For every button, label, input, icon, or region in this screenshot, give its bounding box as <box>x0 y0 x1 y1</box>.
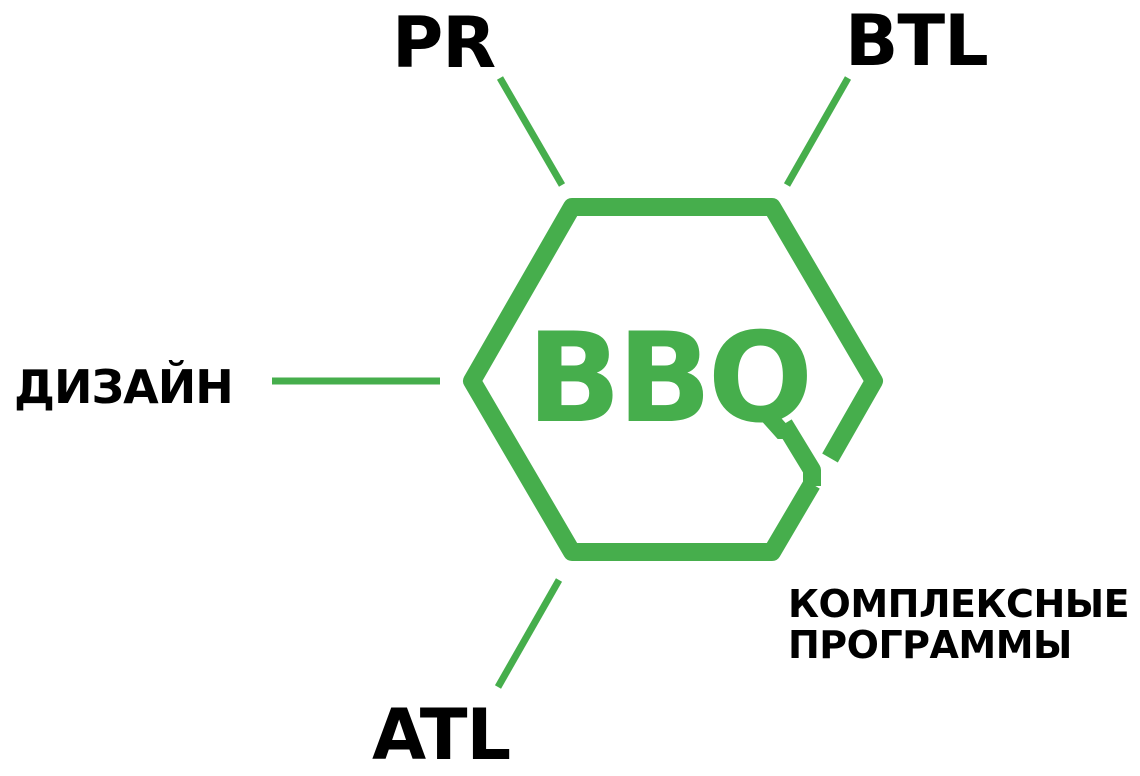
label-atl: ATL <box>372 694 511 776</box>
connector-pr <box>496 76 566 187</box>
connector-atl <box>494 578 563 689</box>
label-pr: PR <box>392 2 496 84</box>
label-design: ДИЗАЙН <box>14 360 234 414</box>
connector-btl <box>783 76 852 187</box>
hexagon-outline <box>463 198 883 561</box>
label-complex-programs: КОМПЛЕКСНЫЕ ПРОГРАММЫ <box>788 582 1130 668</box>
label-complex-line-2: ПРОГРАММЫ <box>788 623 1072 668</box>
logo-q-tail <box>776 419 821 486</box>
logo-bbq-text: BBQ <box>527 307 809 451</box>
label-btl: BTL <box>845 0 989 82</box>
label-complex-line-1: КОМПЛЕКСНЫЕ <box>788 582 1130 626</box>
